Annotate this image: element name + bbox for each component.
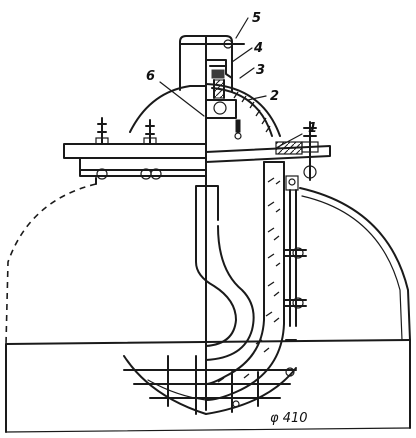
diameter-dimension: φ 410 <box>270 411 308 426</box>
callout-2: 2 <box>270 89 279 104</box>
protective-cage <box>123 355 297 415</box>
lamp-bulb <box>195 185 255 361</box>
side-rod <box>283 189 307 377</box>
callout-1: 1 <box>308 121 317 136</box>
callout-6: 6 <box>146 69 155 84</box>
mounting-flange <box>63 117 331 181</box>
callout-3: 3 <box>256 63 265 78</box>
callout-4: 4 <box>253 41 263 56</box>
reflector-left-dashed <box>5 183 97 345</box>
callout-leaders <box>159 17 303 149</box>
base-band <box>5 339 411 433</box>
reflector-right <box>299 187 411 341</box>
reflector <box>5 177 411 345</box>
diffuser <box>205 161 299 401</box>
callout-5: 5 <box>252 11 261 26</box>
